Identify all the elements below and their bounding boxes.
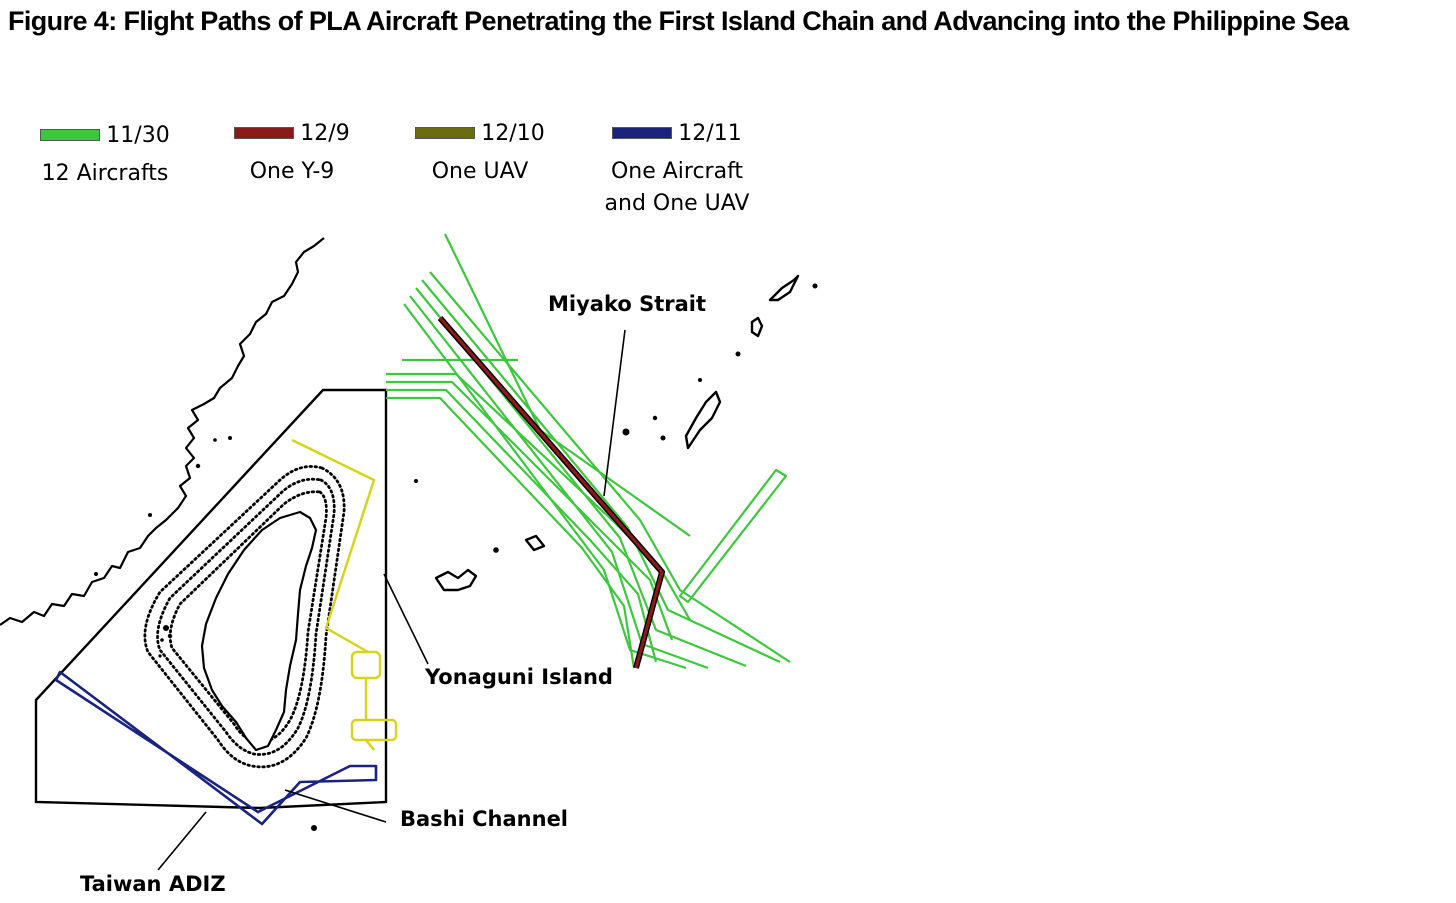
legend-swatch-green bbox=[40, 129, 101, 141]
legend-desc: One Aircraft and One UAV bbox=[604, 159, 750, 216]
legend-swatch-red bbox=[234, 127, 295, 139]
legend-date: 11/30 bbox=[106, 122, 170, 148]
small-islands bbox=[311, 283, 818, 831]
legend-swatch-olive bbox=[415, 127, 476, 139]
label-yonaguni-island: Yonaguni Island bbox=[425, 665, 613, 689]
blue-flight-path bbox=[54, 670, 378, 826]
legend-desc: One UAV bbox=[431, 159, 529, 184]
penghu-islands bbox=[158, 625, 173, 658]
label-taiwan-adiz: Taiwan ADIZ bbox=[80, 872, 226, 896]
figure-title: Figure 4: Flight Paths of PLA Aircraft P… bbox=[8, 6, 1349, 36]
label-bashi-channel: Bashi Channel bbox=[400, 807, 569, 831]
legend-date: 12/9 bbox=[300, 120, 350, 146]
legend-item-1211: 12/11 One Aircraft and One UAV bbox=[592, 118, 762, 220]
taiwan-adiz-boundary bbox=[34, 388, 388, 810]
legend-date: 12/11 bbox=[678, 120, 742, 146]
label-leader-lines bbox=[157, 329, 626, 871]
coastal-islands bbox=[94, 436, 232, 576]
legend-date: 12/10 bbox=[481, 120, 545, 146]
legend-item-129: 12/9 One Y-9 bbox=[222, 118, 362, 188]
legend-swatch-blue bbox=[612, 127, 673, 139]
red-flight-path-core bbox=[438, 316, 664, 669]
yellow-flight-path bbox=[291, 438, 398, 751]
legend-item-1210: 12/10 One UAV bbox=[400, 118, 560, 188]
china-coastline bbox=[0, 237, 325, 626]
taiwan-island bbox=[200, 510, 318, 752]
legend-desc: One Y-9 bbox=[249, 159, 335, 184]
label-miyako-strait: Miyako Strait bbox=[548, 292, 707, 316]
legend-desc: 12 Aircrafts bbox=[41, 161, 169, 186]
legend-item-1130: 11/30 12 Aircrafts bbox=[20, 120, 190, 190]
ryukyu-islands bbox=[434, 274, 800, 592]
